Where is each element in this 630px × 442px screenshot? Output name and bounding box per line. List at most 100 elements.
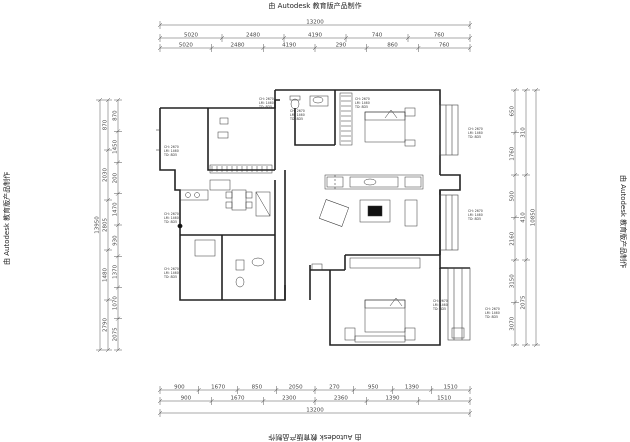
window-lines [156, 104, 471, 341]
dimension-label: 2030 [103, 168, 109, 182]
dimension-label: 900 [174, 385, 185, 391]
bottom-dimension-row-1: 900 1670 850 2050 270 950 1390 1510 [157, 385, 473, 394]
dimension-label: 1670 [211, 385, 225, 391]
dimension-label: 650 [510, 106, 516, 117]
room-label-corridor: CH: 2670 [433, 299, 448, 303]
dimension-label: 2300 [282, 396, 296, 402]
watermark-top: 由 Autodesk 教育版产品制作 [268, 2, 362, 10]
dimension-label: 950 [368, 385, 379, 391]
room-label-kitchen: TD: 8D5 [163, 153, 177, 157]
room-label-bedroom2: LM: 1460 [468, 213, 483, 217]
dimension-label: 740 [372, 33, 383, 39]
room-label-corridor: TD: 8D5 [432, 307, 446, 311]
top-total-dimension: 13200 [157, 20, 473, 29]
dimension-label: 1670 [231, 396, 245, 402]
top-dimension-row-2: 5020 2480 4190 290 860 760 [157, 43, 473, 52]
dimension-label: 2160 [510, 231, 516, 245]
dimension-label: 3150 [510, 274, 516, 288]
room-label-living: TD: 8D5 [467, 135, 481, 139]
dimension-label: 2360 [334, 396, 348, 402]
dimension-label: 200 [113, 172, 119, 183]
room-label-balcony: TD: 8D5 [484, 315, 498, 319]
room-label-bath: LM: 1460 [259, 101, 274, 105]
walls [159, 89, 470, 346]
dimension-label: 13950 [95, 216, 101, 234]
dimension-label: 1510 [444, 385, 458, 391]
dimension-label: 310 [521, 127, 527, 138]
room-label-toilet: TD: 8D5 [289, 117, 303, 121]
dimension-label: 850 [252, 385, 263, 391]
room-label-kitchen: LM: 1460 [164, 149, 179, 153]
dimension-label: 500 [510, 191, 516, 202]
room-label-bath: CH: 2670 [259, 97, 274, 101]
room-label-bath: TD: 8D5 [258, 105, 272, 109]
room-label-dining: CH: 2670 [164, 212, 179, 216]
dimension-label: 2805 [103, 218, 109, 232]
room-label-bedroom2: CH: 2670 [468, 209, 483, 213]
dimension-label: 2790 [103, 318, 109, 332]
top-dimension-row-1: 5020 2480 4190 740 760 [157, 33, 473, 42]
room-label-balcony: LM: 1460 [485, 311, 500, 315]
dimension-label: 410 [521, 212, 527, 223]
dimension-label: 2075 [521, 295, 527, 309]
room-label-entry: TD: 8D5 [163, 275, 177, 279]
dimension-label: 2050 [289, 385, 303, 391]
dimension-label: 290 [336, 43, 347, 49]
dimension-label: 870 [113, 110, 119, 121]
room-label-entry: CH: 2670 [164, 267, 179, 271]
dimension-label: 1760 [510, 146, 516, 160]
room-label-entry: LM: 1460 [164, 271, 179, 275]
dimension-label: 2075 [113, 327, 119, 341]
dimension-label: 13200 [306, 20, 324, 26]
room-label-bedroom2: TD: 8D5 [467, 217, 481, 221]
room-label-bedroom1: TD: 8D5 [354, 105, 368, 109]
room-label-living: CH: 2670 [468, 127, 483, 131]
dimension-label: 760 [434, 33, 445, 39]
dimension-label: 1470 [113, 202, 119, 216]
room-label-balcony: CH: 2670 [485, 307, 500, 311]
dimension-label: 1370 [113, 264, 119, 278]
dimension-label: 870 [103, 119, 109, 130]
left-dimension-row-inner: 870 1450 200 1470 930 1370 1070 2075 [113, 97, 122, 353]
dimension-label: 5020 [179, 43, 193, 49]
room-label-bedroom1: CH: 2670 [355, 97, 370, 101]
dimension-label: 3070 [510, 316, 516, 330]
dimension-label: 900 [181, 396, 192, 402]
dimension-label: 1450 [113, 139, 119, 153]
bottom-dimension-row-2: 900 1670 2300 2360 1390 1510 [157, 396, 473, 405]
right-dimension-row-outer: 310 410 2075 [521, 87, 530, 348]
room-label-bedroom1: LM: 1460 [355, 101, 370, 105]
furniture [177, 92, 465, 343]
dimension-label: 10850 [531, 208, 537, 226]
room-label-corridor: LM: 1460 [433, 303, 448, 307]
right-dimension-row-inner: 650 1760 500 2160 3150 3070 [510, 87, 519, 348]
room-label-dining: LM: 1460 [164, 216, 179, 220]
dimension-lines: 13200 5020 2480 4190 740 760 5020 2480 4190 290 86… [95, 20, 540, 417]
dimension-label: 270 [329, 385, 340, 391]
room-label-living: LM: 1460 [468, 131, 483, 135]
dimension-label: 930 [113, 235, 119, 246]
dimension-label: 1510 [437, 396, 451, 402]
left-dimension-row-outer: 870 2030 2805 1480 2790 [103, 97, 112, 353]
dimension-label: 1390 [386, 396, 400, 402]
right-total-dimension: 10850 [531, 87, 540, 348]
dimension-label: 13200 [306, 408, 324, 414]
room-label-kitchen: CH: 2670 [164, 145, 179, 149]
dimension-label: 4190 [282, 43, 296, 49]
room-label-dining: TD: 8D5 [163, 220, 177, 224]
dimension-label: 4190 [308, 33, 322, 39]
dimension-label: 1390 [405, 385, 419, 391]
room-label-toilet: CH: 2670 [290, 109, 305, 113]
dimension-label: 1480 [103, 268, 109, 282]
dimension-label: 1070 [113, 296, 119, 310]
left-total-dimension: 13950 [95, 97, 104, 353]
dimension-label: 2480 [246, 33, 260, 39]
dimension-label: 5020 [184, 33, 198, 39]
dimension-label: 760 [439, 43, 450, 49]
dimension-label: 860 [387, 43, 398, 49]
bottom-total-dimension: 13200 [157, 408, 473, 417]
room-label-toilet: LM: 1460 [290, 113, 305, 117]
dimension-label: 2480 [231, 43, 245, 49]
